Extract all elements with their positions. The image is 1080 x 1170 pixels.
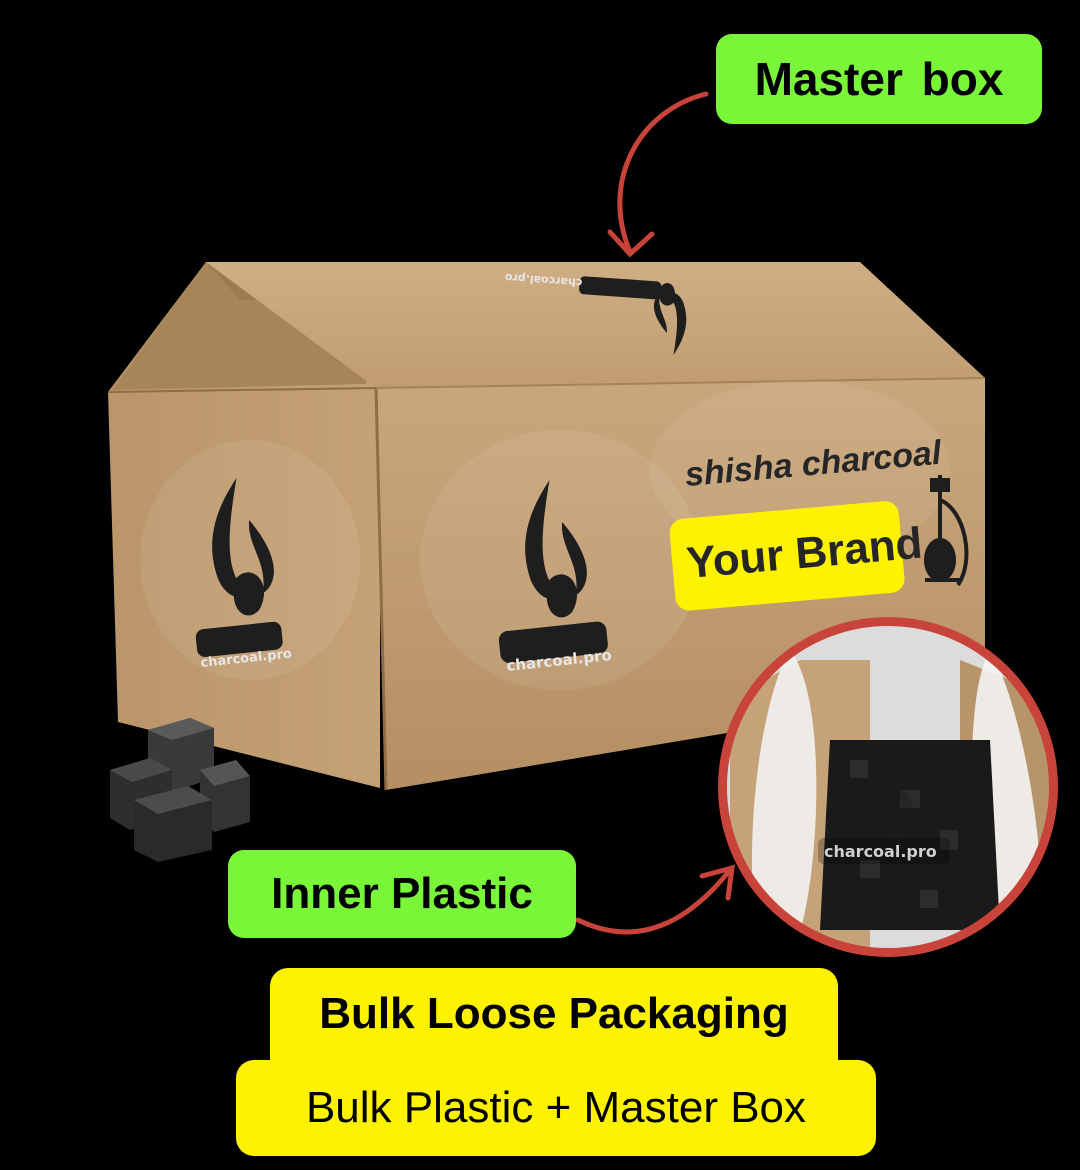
top-logo-text: charcoal.pro <box>504 271 583 289</box>
hookah-icon <box>924 475 969 587</box>
master-box <box>107 262 986 791</box>
brand-plate <box>669 501 905 611</box>
front-logo-badge <box>498 621 608 663</box>
packaging-title: Bulk Loose Packaging <box>270 968 838 1060</box>
charcoal-cubes <box>110 718 250 862</box>
packaging-subtitle: Bulk Plastic + Master Box <box>236 1060 876 1156</box>
inner-plastic-photo <box>718 617 1058 957</box>
arrow-to-inner-plastic <box>575 864 735 935</box>
arrow-to-master-box <box>607 91 709 258</box>
master-box-callout: Master box <box>716 34 1042 124</box>
top-logo-badge <box>579 276 662 300</box>
inner-plastic-callout: Inner Plastic <box>228 850 576 938</box>
inset-watermark-text: charcoal.pro <box>824 842 937 861</box>
side-logo-badge <box>195 621 283 658</box>
